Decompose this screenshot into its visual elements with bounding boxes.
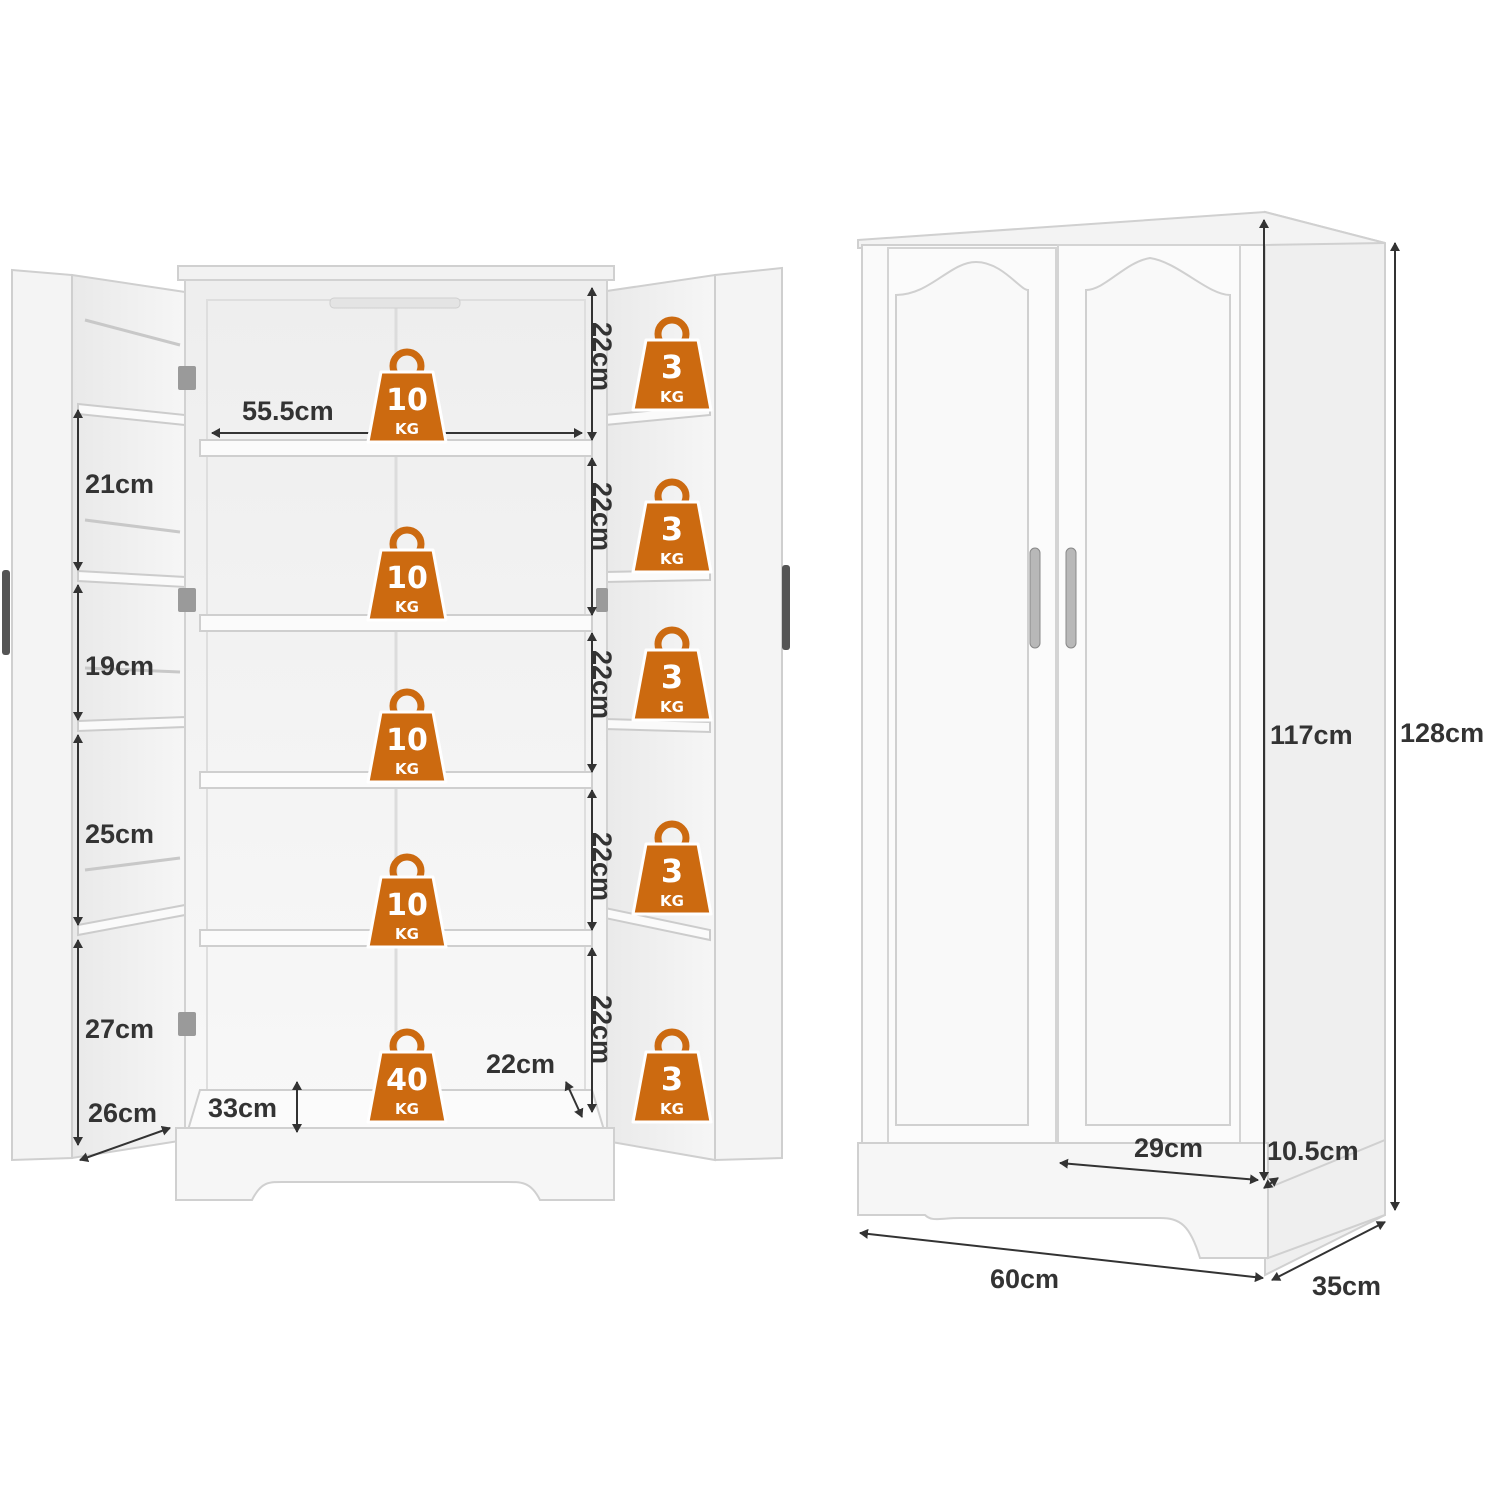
weight-value: 3 [661,348,683,386]
weight-unit: KG [660,1100,684,1118]
shelf-height-label: 22cm [587,650,617,719]
door-shelf-gap-label: 27cm [85,1014,154,1044]
door-shelf-gap-label: 21cm [85,469,154,499]
closed-right-door [1057,244,1241,1159]
weight-unit: KG [660,388,684,406]
shelf-height-label: 22cm [587,482,617,551]
total-depth-label: 35cm [1312,1271,1381,1301]
closed-left-door [887,247,1057,1159]
weight-value: 3 [661,658,683,696]
closed-cabinet-labels: 117cm 128cm 29cm 10.5cm 60cm 35cm [990,718,1484,1301]
weight-unit: KG [395,420,419,438]
left-handle-icon [1029,547,1041,649]
closed-cabinet [857,210,1386,1277]
weight-value: 10 [386,888,428,923]
weight-value: 10 [386,561,428,596]
total-height-label: 128cm [1400,718,1484,748]
interior-width-label: 55.5cm [242,396,334,426]
dimension-line [79,1125,171,1163]
weight-unit: KG [660,892,684,910]
left-door [2,268,186,1162]
dimension-lines [73,219,1400,1283]
door-height-label: 117cm [1270,720,1353,750]
right-door-handle-icon [782,565,790,650]
weight-unit: KG [660,550,684,568]
base-height-label: 10.5cm [1267,1136,1359,1166]
weight-value: 10 [386,383,428,418]
weight-badge-icon: 3KG [631,1028,713,1124]
bottom-depth-label: 22cm [486,1049,555,1079]
dimension-line [1059,1158,1259,1185]
right-handle-icon [1065,547,1077,649]
weight-unit: KG [395,925,419,943]
shelf-height-label: 22cm [587,322,617,391]
weight-value: 40 [386,1063,428,1098]
weight-unit: KG [395,1100,419,1118]
weight-badge-icon: 3KG [631,478,713,574]
open-cabinet-labels: 55.5cm 22cm 22cm 22cm 22cm 22cm 33cm 22c… [85,322,617,1128]
weight-value: 3 [661,1060,683,1098]
weight-value: 3 [661,510,683,548]
left-door-handle-icon [2,570,10,655]
weight-badge-icon: 3KG [631,626,713,722]
weight-badge-icon: 3KG [631,820,713,916]
dimension-line [1263,1177,1279,1189]
bottom-clearance-label: 33cm [208,1093,277,1123]
weight-value: 10 [386,723,428,758]
door-shelf-gap-label: 25cm [85,819,154,849]
dimension-line [859,1228,1264,1283]
weight-value: 3 [661,852,683,890]
door-width-label: 29cm [1134,1133,1203,1163]
door-shelf-gap-label: 19cm [85,651,154,681]
shelf-height-label: 22cm [587,832,617,901]
weight-unit: KG [660,698,684,716]
weight-unit: KG [395,598,419,616]
dimension-line [564,1081,584,1118]
door-depth-label: 26cm [88,1098,157,1128]
dimension-line [1271,1221,1386,1281]
weight-badge-icon: 3KG [631,316,713,412]
total-width-label: 60cm [990,1264,1059,1294]
weight-unit: KG [395,760,419,778]
shelf-height-label: 22cm [587,995,617,1064]
